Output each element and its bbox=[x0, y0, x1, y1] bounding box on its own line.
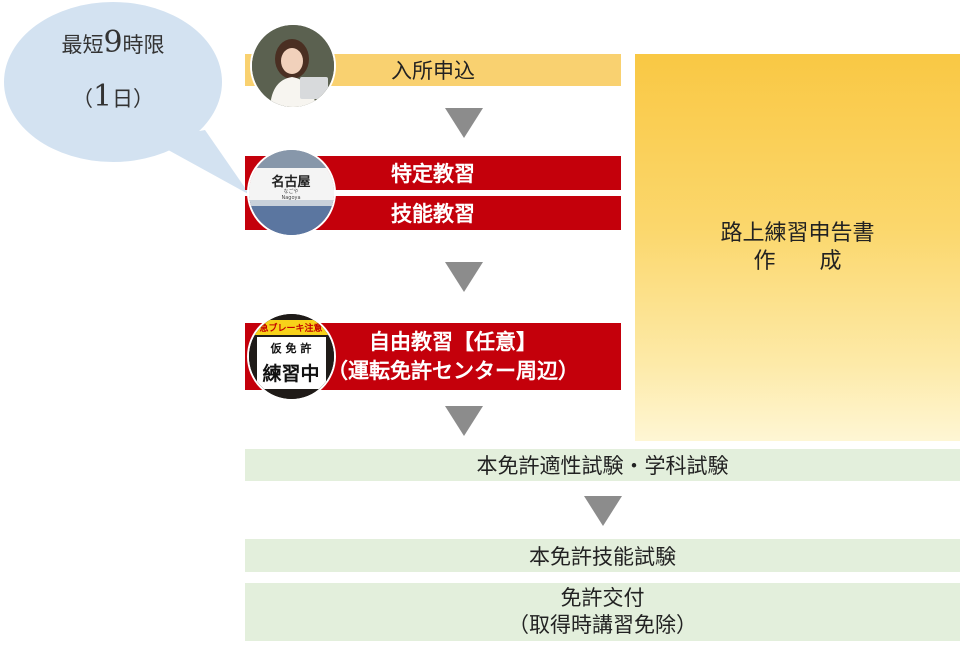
woman-illustration bbox=[252, 25, 334, 107]
issue-line2: （取得時講習免除） bbox=[508, 613, 697, 637]
learner-driver-sign-photo: 急ブレーキ注意 仮 免 許 練習中 bbox=[249, 314, 334, 399]
practice-sign-bottom: 練習中 bbox=[262, 362, 319, 385]
bubble-line2-suffix: 日） bbox=[112, 86, 155, 111]
down-arrow-icon bbox=[445, 108, 483, 138]
report-panel-line1: 路上練習申告書 bbox=[720, 221, 875, 246]
bubble-line2-number: 1 bbox=[92, 78, 113, 114]
report-panel-line2: 作 成 bbox=[753, 248, 842, 274]
practice-sign-illustration: 急ブレーキ注意 仮 免 許 練習中 bbox=[249, 314, 334, 399]
station-reading: なごや bbox=[283, 188, 298, 195]
bubble-line1-suffix: 時限 bbox=[122, 33, 165, 57]
step-license-issue: 免許交付 （取得時講習免除） bbox=[245, 583, 960, 641]
bubble-line1-prefix: 最短 bbox=[61, 33, 104, 57]
step-license-skill-exam: 本免許技能試験 bbox=[245, 539, 960, 572]
free-training-line2: （運転免許センター周辺） bbox=[327, 357, 579, 383]
station-sign-illustration: 名古屋 なごや Nagoya bbox=[249, 150, 334, 235]
down-arrow-icon bbox=[445, 406, 483, 436]
step-aptitude-written-exam: 本免許適性試験・学科試験 bbox=[245, 449, 960, 481]
station-name: 名古屋 bbox=[271, 174, 310, 190]
bubble-line2-open: （ bbox=[71, 86, 93, 111]
issue-line1: 免許交付 bbox=[560, 585, 645, 610]
bubble-line1-number: 9 bbox=[103, 25, 123, 60]
down-arrow-icon bbox=[584, 496, 622, 526]
practice-sign-middle: 仮 免 許 bbox=[270, 341, 312, 355]
down-arrow-icon bbox=[445, 262, 483, 292]
station-romaji: Nagoya bbox=[281, 195, 300, 201]
speech-bubble-text: 最短9時限 （1日） bbox=[4, 24, 222, 115]
practice-sign-top: 急ブレーキ注意 bbox=[259, 322, 322, 334]
free-training-line1: 自由教習【任意】 bbox=[369, 329, 537, 355]
woman-with-laptop-photo bbox=[252, 25, 334, 107]
nagoya-station-sign-photo: 名古屋 なごや Nagoya bbox=[249, 150, 334, 235]
road-practice-report-panel: 路上練習申告書 作 成 bbox=[635, 54, 960, 441]
speech-bubble bbox=[4, 2, 222, 162]
